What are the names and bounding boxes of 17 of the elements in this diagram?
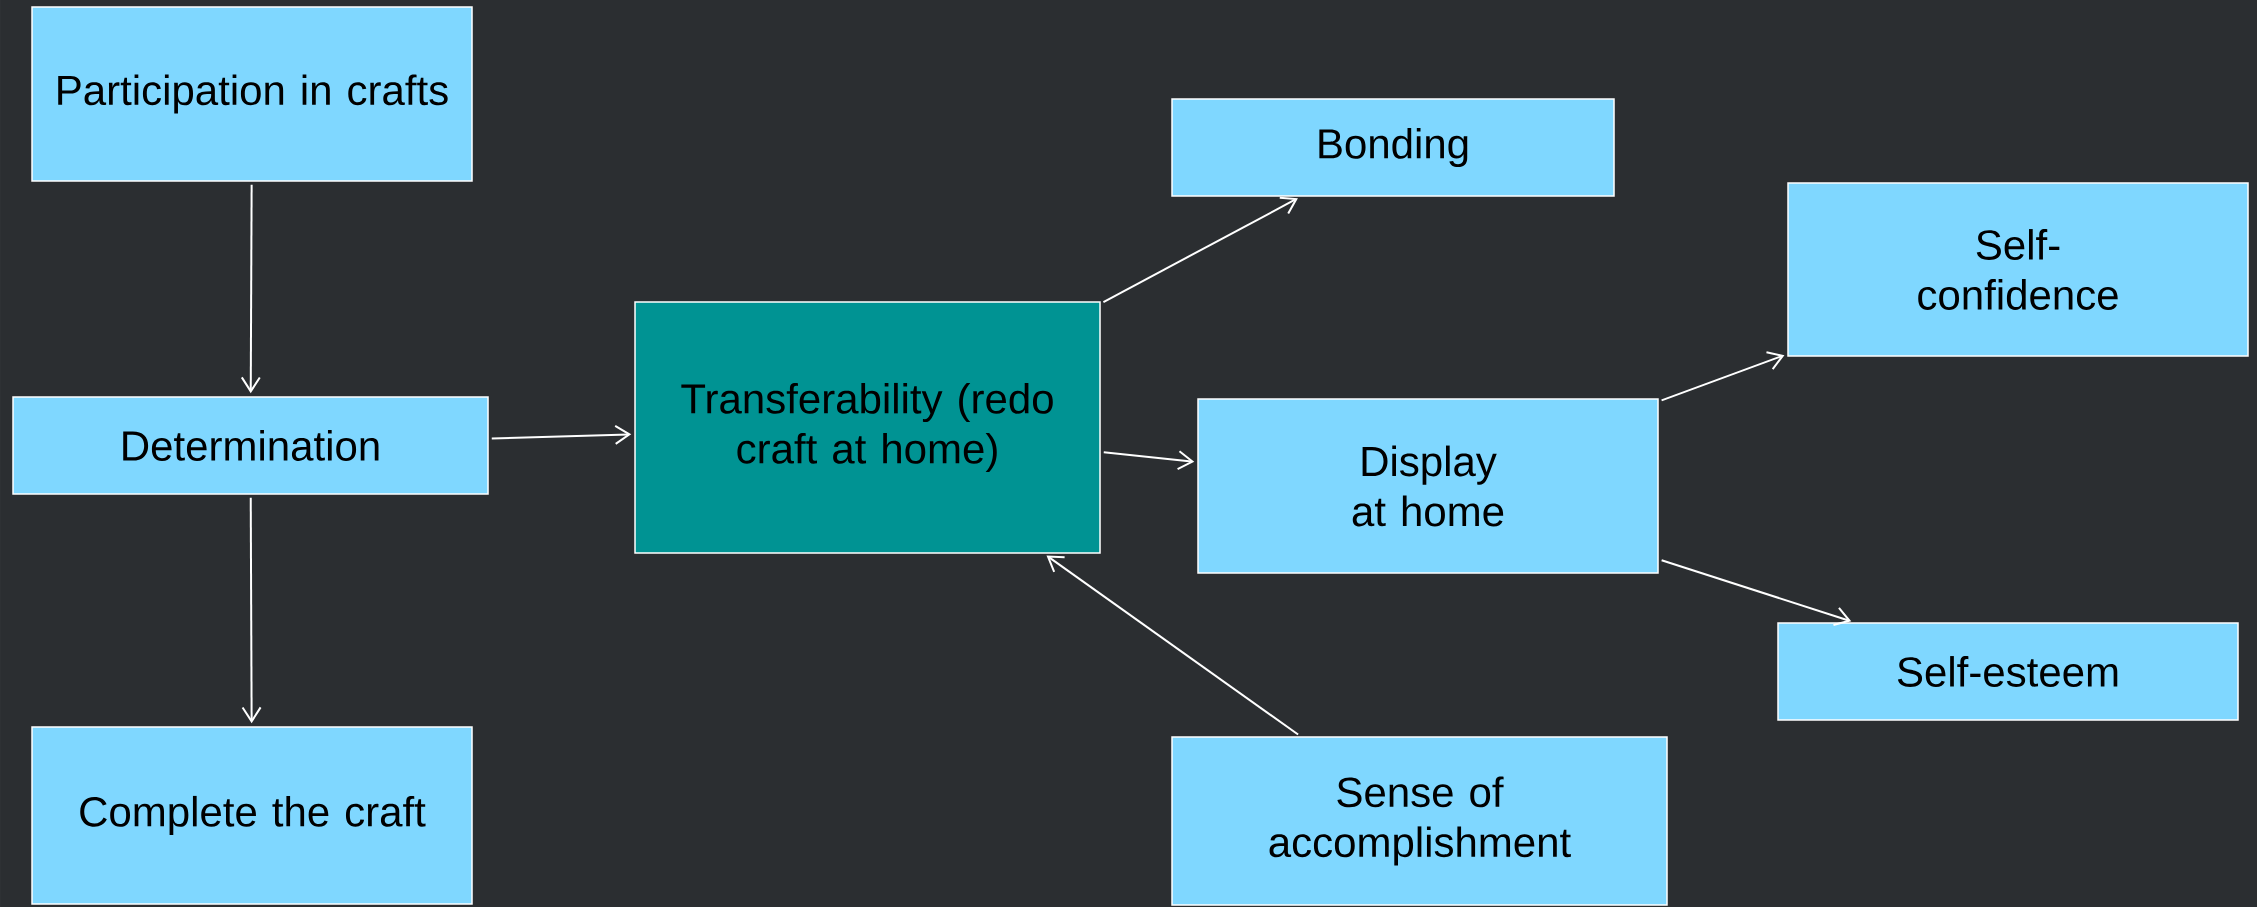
arrow [241,496,262,724]
arrow [240,183,261,394]
process-box: Self-esteem [1777,622,2239,721]
arrow [1102,196,1298,304]
arrow [1102,450,1195,471]
process-box: Self-confidence [1787,182,2249,357]
process-box: Determination [12,396,489,495]
arrow [1660,351,1785,402]
process-box: Display at home [1197,398,1659,574]
arrow [1046,555,1300,736]
process-box: Participation in crafts [31,6,473,182]
arrow [490,424,632,445]
process-box: Sense of accomplishment [1171,736,1668,906]
arrow [1660,559,1852,627]
process-box: Complete the craft [31,726,473,905]
process-box: Transferability (redo craft at home) [634,301,1101,554]
process-box: Bonding [1171,98,1615,197]
